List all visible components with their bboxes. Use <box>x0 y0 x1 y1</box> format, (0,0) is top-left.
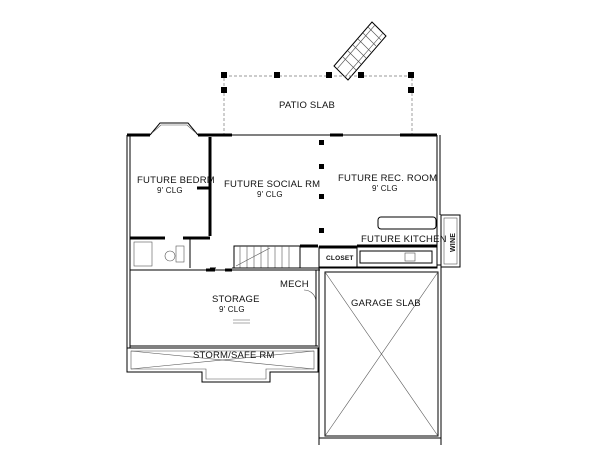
kitchen-counters <box>357 215 438 265</box>
storm-label: STORM/SAFE RM <box>193 350 275 361</box>
closet: CLOSET <box>318 245 358 268</box>
exterior-stair <box>333 21 387 81</box>
wine-label: WINE <box>450 233 457 252</box>
patio-slab: PATIO SLAB <box>221 72 414 136</box>
garage-label: GARAGE SLAB <box>351 298 421 309</box>
kitchen-label: FUTURE KITCHEN <box>361 234 447 245</box>
social-ceiling: 9' CLG <box>257 190 283 199</box>
storm-safe-room: STORM/SAFE RM <box>126 347 319 383</box>
social-label: FUTURE SOCIAL RM <box>224 179 320 190</box>
interior-stair <box>233 244 318 269</box>
rec-label: FUTURE REC. ROOM <box>338 173 437 184</box>
storage-ceiling: 9' CLG <box>219 305 245 314</box>
garage-slab: GARAGE SLAB <box>318 264 442 445</box>
bedroom-ceiling: 9' CLG <box>157 186 183 195</box>
door-marks <box>210 267 250 324</box>
bedroom-label: FUTURE BEDRM <box>137 175 215 186</box>
rec-ceiling: 9' CLG <box>372 184 398 193</box>
wine-room: WINE <box>440 214 461 268</box>
mech-label: MECH <box>280 279 309 290</box>
closet-label: CLOSET <box>326 255 354 262</box>
house-walls <box>126 122 441 348</box>
bath-fixtures <box>133 241 185 267</box>
storage-label: STORAGE <box>212 294 260 305</box>
patio-label: PATIO SLAB <box>279 100 335 111</box>
